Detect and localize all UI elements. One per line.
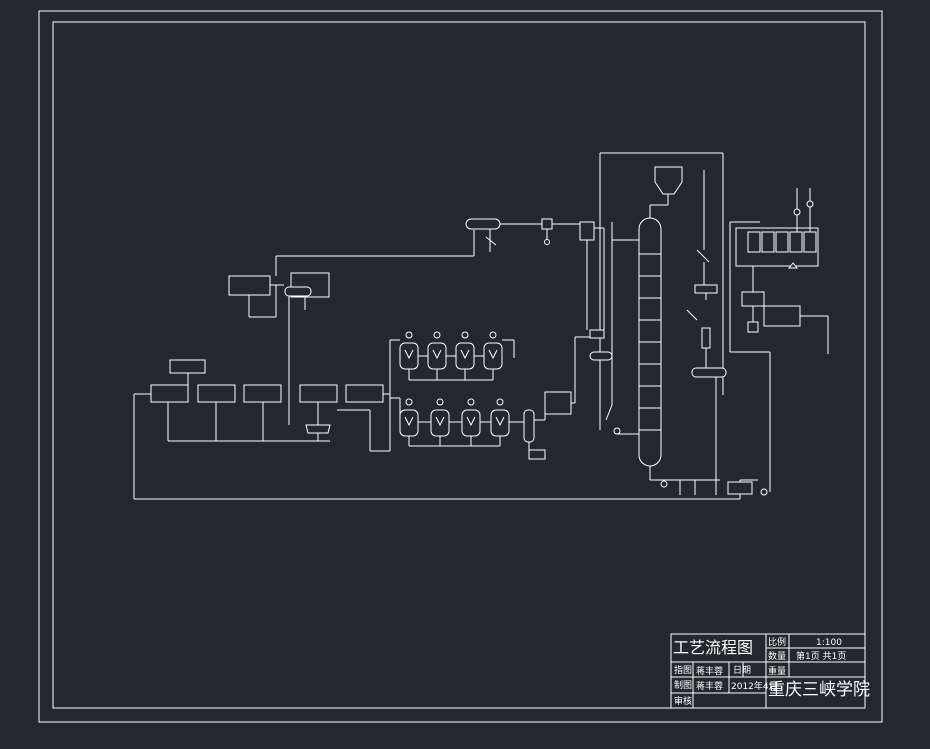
drawing-title: 工艺流程图 xyxy=(673,638,753,657)
reactor-row-bottom xyxy=(390,397,524,447)
review-label: 审核 xyxy=(674,695,692,707)
scale-value: 1:100 xyxy=(816,638,842,648)
left-feed-section xyxy=(133,230,740,500)
reactor-row-top xyxy=(390,331,515,381)
date-value: 2012年4月 xyxy=(731,680,778,692)
drafted-label: 指图 xyxy=(674,664,692,676)
quantity-label: 数量 xyxy=(768,650,786,662)
date-label: 日期 xyxy=(733,665,751,676)
drawn-name: 蒋丰蓉 xyxy=(696,680,723,692)
main-column-area xyxy=(589,152,768,499)
top-middle-equipment xyxy=(465,218,604,330)
institution-name: 重庆三峡学院 xyxy=(768,680,870,700)
weight-label: 重量 xyxy=(768,665,786,677)
drafted-name: 蒋丰蓉 xyxy=(696,665,723,677)
title-block: 工艺流程图 比例 1:100 数量 第1页 共1页 重量 指图 蒋丰蓉 日期 制… xyxy=(670,633,870,709)
outer-frame xyxy=(38,10,883,723)
inner-frame xyxy=(52,21,866,709)
reactor-bank xyxy=(390,331,590,460)
drawn-label: 制图 xyxy=(674,679,692,691)
scale-label: 比例 xyxy=(768,636,786,648)
right-section xyxy=(729,188,829,492)
pages-value: 第1页 共1页 xyxy=(796,650,846,662)
